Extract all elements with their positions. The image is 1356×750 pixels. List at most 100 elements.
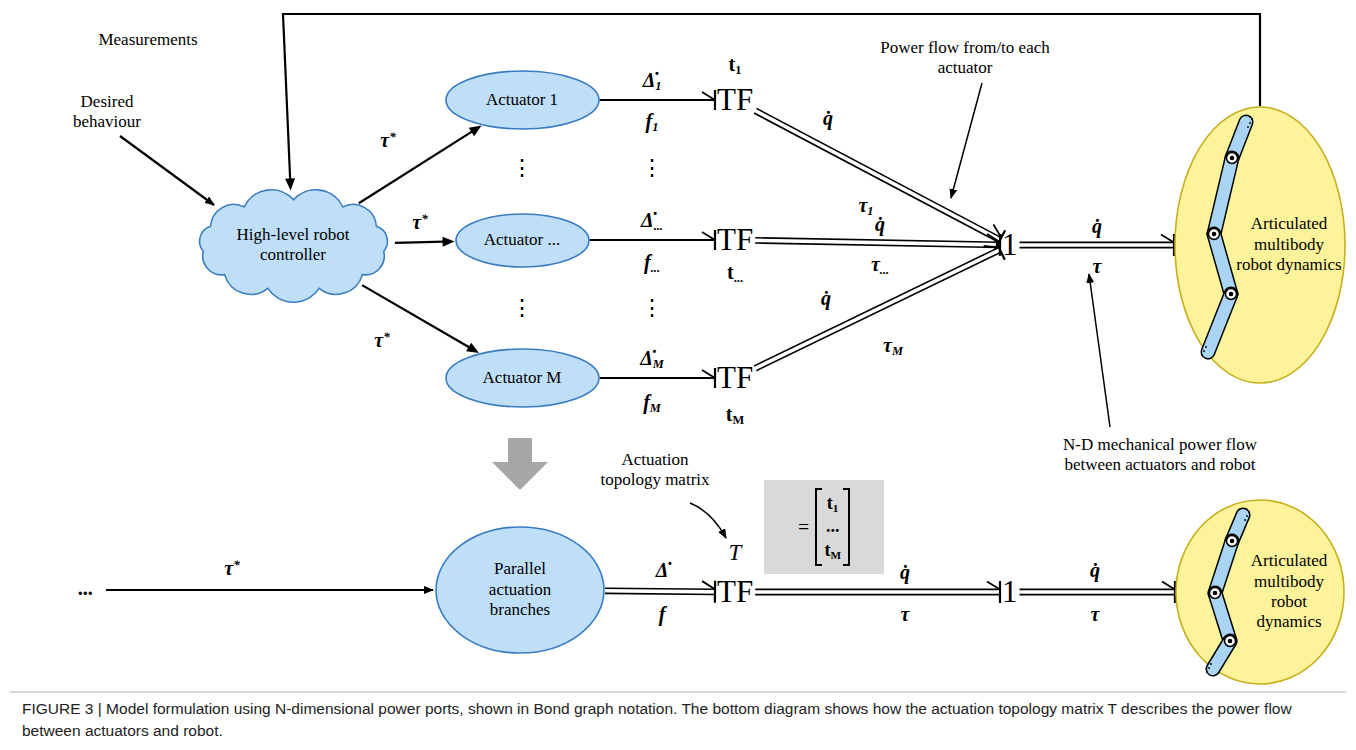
bond-element-symbol: TF (715, 575, 755, 609)
robot-link (1215, 541, 1232, 593)
continuation-dot (1248, 511, 1250, 513)
bond-element-symbol: TF (715, 223, 755, 257)
joint-centre (1230, 539, 1235, 544)
ellipsis-dots: ⋮ (511, 297, 533, 319)
bond-line (600, 377, 716, 379)
variable-symbol: q̇ (821, 287, 831, 309)
bond-line (754, 113, 999, 242)
causal-stroke (714, 581, 716, 603)
bond-element-symbol: 1 (1000, 228, 1020, 262)
continuation-dot (1205, 346, 1207, 348)
power-bond (755, 234, 1000, 256)
robot-joint (1226, 289, 1237, 300)
bond-line (756, 108, 1001, 237)
half-arrow (702, 92, 715, 100)
continuation-dot (1246, 515, 1248, 517)
robot-joint (1227, 153, 1238, 164)
bond-element-symbol: TF (715, 361, 755, 395)
variable-symbol: f1 (646, 110, 659, 132)
node-label: Actuator 1 (486, 90, 558, 110)
subscript: 1 (655, 79, 661, 93)
half-arrow (1162, 581, 1175, 589)
signal-arrow (395, 237, 455, 247)
link-outline (1214, 234, 1231, 294)
variable-symbol: q̇ (823, 107, 833, 129)
continuation-dot (1203, 350, 1205, 352)
ellipse-shape (446, 71, 599, 129)
bond-line (590, 239, 716, 241)
bond-line (756, 252, 1001, 371)
subscript: M (892, 344, 903, 358)
power-bond (1020, 581, 1176, 603)
topology-vector: tM (726, 403, 744, 425)
bond-line (600, 99, 716, 101)
callout-arrow (690, 503, 726, 538)
half-arrow (702, 581, 715, 589)
actuator-ellipse: Actuator 1 (445, 70, 600, 130)
subscript: M (653, 357, 664, 371)
robot-joint (1225, 636, 1236, 647)
caption-rule (10, 692, 1346, 693)
superscript: * (421, 211, 428, 226)
variable-symbol: Δ̇ (656, 559, 669, 581)
variable-symbol: τ (1091, 603, 1100, 625)
robot-dynamics-circle: Articulated multibody robot dynamics (1175, 499, 1345, 685)
actuator-ellipse: Actuator M (445, 348, 600, 408)
robot-dynamics-circle: Articulated multibody robot dynamics (1174, 106, 1346, 384)
robot-outline (1175, 499, 1345, 685)
pointer-arrow (120, 136, 214, 205)
signal-arrow (362, 285, 479, 353)
actuator-ellipse: Actuator ... (455, 213, 590, 268)
input-arrow (106, 589, 433, 591)
signal-arrow (283, 14, 1260, 191)
variable-symbol: τ1 (858, 194, 873, 216)
bond-line (755, 589, 1000, 591)
variable-symbol: τ* (374, 329, 389, 351)
figure-caption: FIGURE 3 | Model formulation using N-dim… (22, 698, 1334, 743)
bond-line (755, 238, 1000, 243)
controller-cloud: High-level robot controller (185, 187, 402, 303)
variable-symbol: τ* (224, 557, 239, 579)
power-bond (754, 108, 1005, 249)
joint-centre (1229, 292, 1234, 297)
matrix-row: t1 (827, 492, 839, 515)
variable-symbol: τ* (380, 129, 395, 151)
annotation-text: Actuation topology matrix (600, 450, 710, 491)
joint-centre (1213, 591, 1218, 596)
power-bond (755, 581, 1000, 603)
annotation-text: Power flow from/to each actuator (880, 38, 1050, 79)
variable-symbol: Δ̇... (641, 209, 663, 231)
ellipse-shape (446, 349, 599, 407)
variable-symbol: Δ̇1 (643, 69, 662, 91)
half-arrow (1161, 234, 1174, 242)
variable-symbol: τM (883, 334, 903, 356)
variable-symbol: f... (644, 251, 660, 273)
half-arrow (702, 232, 715, 240)
callout-arrow (951, 83, 982, 198)
continuation-dot (1244, 519, 1246, 521)
node-label: Actuator ... (484, 230, 560, 250)
subscript: ... (734, 271, 743, 285)
subscript: M (650, 401, 661, 415)
causal-stroke (999, 581, 1001, 603)
node-label: Articulated multibody robot dynamics (1237, 551, 1341, 633)
joint-centre (1230, 156, 1235, 161)
transformer-element: TF (715, 361, 755, 395)
robot-joint (1209, 229, 1220, 240)
continuation-dot (1210, 663, 1212, 665)
link-outline (1215, 593, 1230, 641)
variable-symbol: Δ̇M (640, 347, 664, 369)
topology-vector: t1 (729, 53, 742, 75)
superscript: * (383, 329, 390, 344)
ellipse-shape (1176, 500, 1344, 684)
matrix-row: tM (824, 539, 841, 562)
bond-line (1020, 589, 1176, 591)
half-arrow (987, 234, 1000, 242)
topology-vector: t... (727, 261, 743, 283)
matrix-row: ... (826, 515, 840, 538)
cloud-shape (199, 190, 387, 302)
bond-element-symbol: TF (715, 83, 755, 117)
subscript: ... (654, 219, 663, 233)
arrow-line (395, 242, 445, 243)
